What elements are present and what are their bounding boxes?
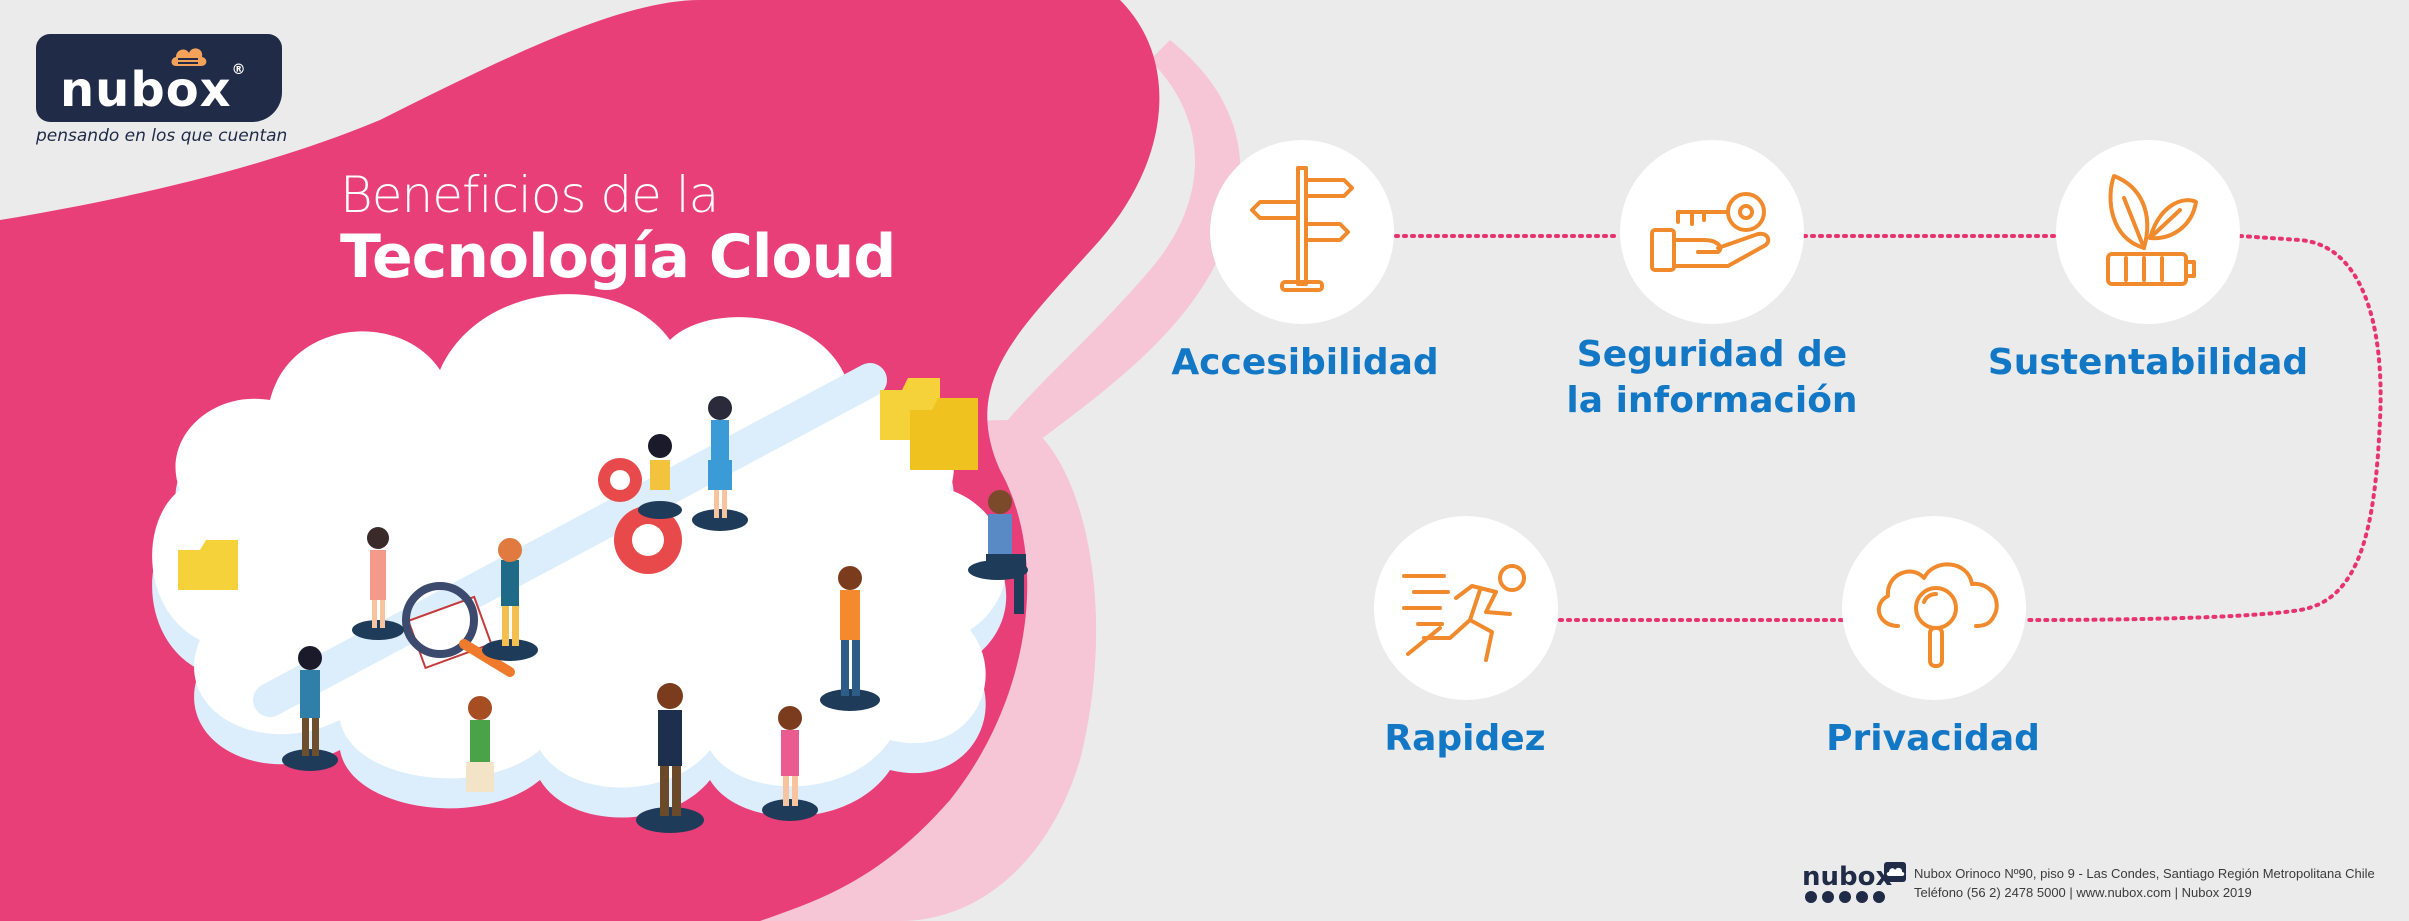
cloud-illustration [152, 294, 1007, 833]
running-person-icon [1402, 564, 1526, 662]
plant-battery-icon [2106, 174, 2198, 286]
twitter-icon[interactable] [1839, 891, 1851, 903]
footer-address: Nubox Orinoco Nº90, piso 9 - Las Condes,… [1914, 866, 2375, 881]
footer-cloud-logo-icon [1884, 862, 1906, 882]
signpost-icon [1250, 166, 1354, 292]
folder-icon-left [178, 540, 238, 590]
footer-logo: nubox [1802, 862, 1892, 892]
logo-text: nubox [60, 62, 232, 118]
benefit-seguridad-label: Seguridad de la información [1547, 332, 1877, 424]
cloud-diagonal-path [253, 363, 887, 717]
instagram-icon[interactable] [1873, 891, 1885, 903]
footer-contact: Teléfono (56 2) 2478 5000 | www.nubox.co… [1914, 885, 2252, 900]
light-pink-top-wave [1000, 40, 1241, 440]
magnifier-icon [402, 582, 515, 677]
benefit-accesibilidad-label: Accesibilidad [1140, 340, 1470, 386]
logo-badge [36, 34, 282, 122]
folder-icons-right [880, 378, 978, 470]
benefit-privacidad-label: Privacidad [1768, 716, 2098, 762]
title-line-1: Beneficios de la [340, 166, 719, 224]
benefit-label-line: Sustentabilidad [1987, 342, 2309, 383]
cloud-logo-icon [171, 48, 207, 66]
gears-icon [598, 458, 682, 574]
logo-tagline: pensando en los que cuentan [36, 126, 288, 146]
benefit-sustentabilidad-label: Sustentabilidad [1983, 340, 2313, 386]
logo-wordmark: nubox® [60, 62, 247, 118]
cloud-search-icon [1876, 562, 1999, 668]
youtube-icon[interactable] [1856, 891, 1868, 903]
facebook-icon[interactable] [1805, 891, 1817, 903]
benefit-label-line: Rapidez [1384, 718, 1546, 759]
footer-logo-text: nubox [1802, 862, 1893, 892]
person-figures [282, 396, 880, 833]
key-hand-icon [1650, 192, 1771, 272]
person-sitting-right [968, 490, 1028, 614]
benefit-label-line: Accesibilidad [1171, 342, 1439, 383]
title-line-2: Tecnología Cloud [340, 222, 896, 292]
benefit-label-line: Privacidad [1826, 718, 2040, 759]
benefit-accesibilidad-circle [1210, 140, 1394, 324]
benefit-rapidez-label: Rapidez [1300, 716, 1630, 762]
benefit-label-line: la información [1566, 380, 1858, 421]
benefit-label-line: Seguridad de [1576, 334, 1848, 375]
linkedin-icon[interactable] [1822, 891, 1834, 903]
logo-registered-mark: ® [231, 62, 247, 78]
